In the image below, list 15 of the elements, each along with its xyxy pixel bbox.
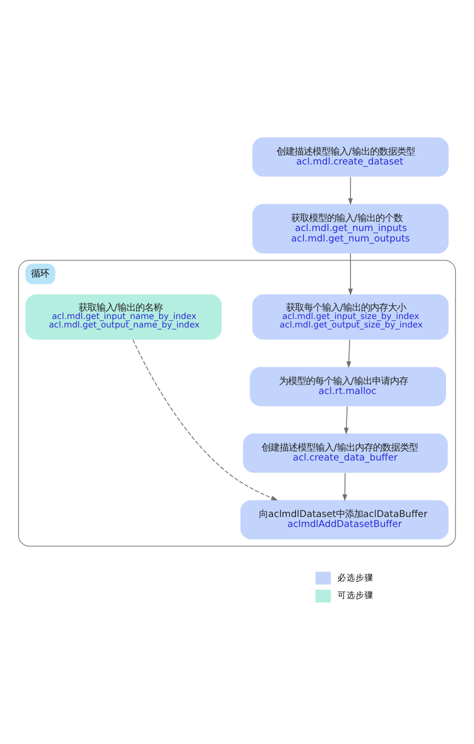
node-box: 创建描述模型输入/输出内存的数据类型 acl.create_data_buffer <box>242 433 448 472</box>
node-box: 获取模型的输入/输出的个数 acl.mdl.get_num_inputs acl.mdl.get_num_outputs <box>252 203 449 253</box>
arrow <box>346 338 352 368</box>
node-box: 获取每个输入/输出的内存大小 acl.mdl.get_input_size_by_index acl.mdl.get_output_size_by_index <box>252 294 449 340</box>
arrow <box>348 176 353 205</box>
legend-label: 可选步骤 <box>338 590 374 601</box>
node-box: 为模型的每个输入/输出申请内存 acl.rt.malloc <box>250 366 446 406</box>
arrow <box>342 472 348 501</box>
node-box: 向aclmdlDataset中添加aclDataBuffer aclmdlAddDatasetBuffer <box>240 500 449 539</box>
node-box: 获取输入/输出的名称 acl.mdl.get_input_name_by_index acl.mdl.get_output_name_by_index <box>25 294 222 340</box>
arrow <box>132 338 278 500</box>
arrow <box>344 406 349 434</box>
arrow <box>348 252 353 295</box>
node-box: 创建描述模型输入/输出的数据类型 acl.mdl.create_dataset <box>252 136 449 176</box>
legend-label: 必选步骤 <box>338 572 374 583</box>
